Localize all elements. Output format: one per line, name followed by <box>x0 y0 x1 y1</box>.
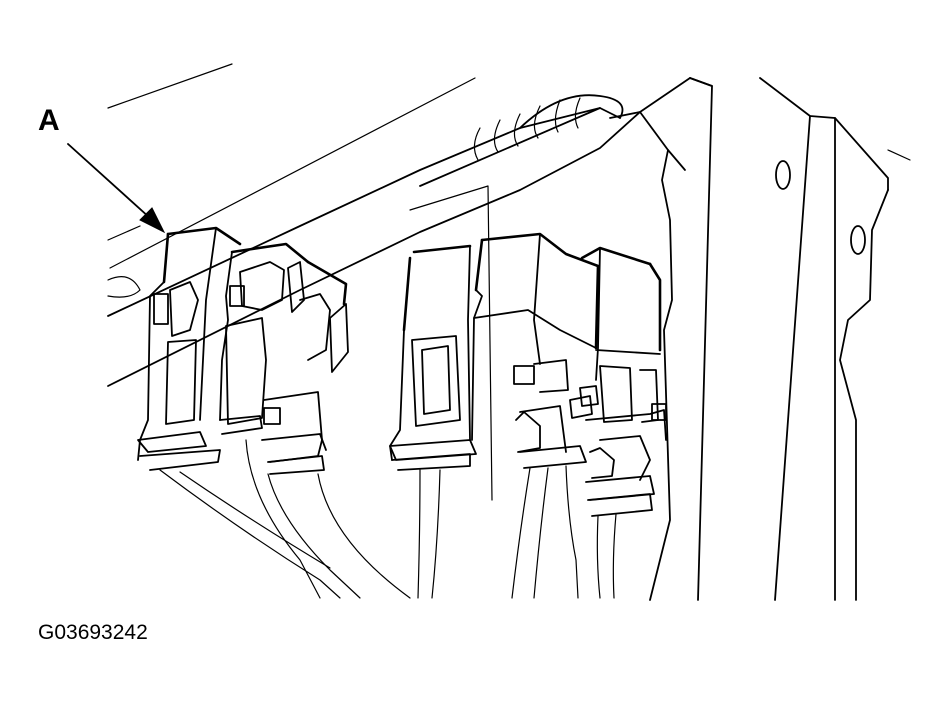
figure-id: G03693242 <box>38 621 148 644</box>
relay-middle <box>389 244 477 471</box>
relay-right-1 <box>471 232 600 469</box>
relay-right-2 <box>579 246 667 517</box>
callout-label-a: A <box>38 104 60 137</box>
relay-left-1 <box>137 226 242 471</box>
wire-harness <box>107 94 641 501</box>
panel-frame <box>107 63 911 601</box>
lower-wires <box>159 439 617 599</box>
callout-arrow-a <box>67 143 166 234</box>
relay-left-2 <box>219 242 349 475</box>
